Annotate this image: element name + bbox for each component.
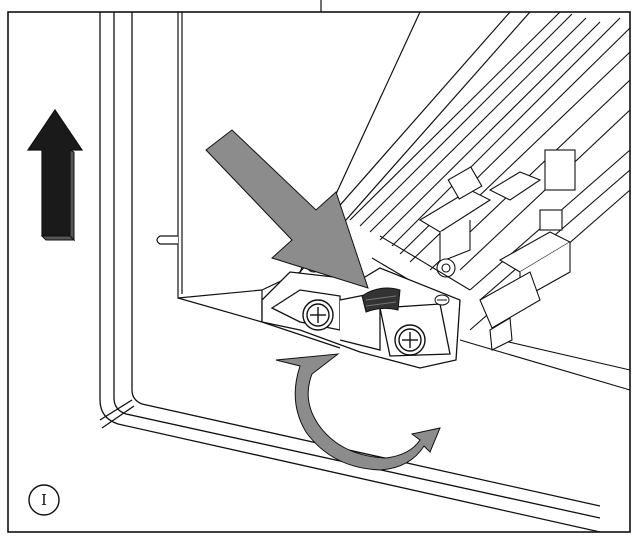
runner-hardware	[371, 149, 576, 351]
pointer-arrow-icon	[205, 129, 369, 289]
rotate-arrow-icon	[275, 353, 441, 471]
latch-tab	[361, 287, 401, 313]
up-arrow-icon	[26, 108, 84, 242]
figure-frame	[7, 11, 631, 533]
side-pin	[156, 235, 178, 245]
drawer-runner	[349, 11, 631, 391]
cabinet-panel	[99, 12, 601, 533]
step-label: I	[41, 491, 47, 509]
screw-icon	[302, 299, 426, 356]
step-label-badge: I	[28, 484, 60, 516]
